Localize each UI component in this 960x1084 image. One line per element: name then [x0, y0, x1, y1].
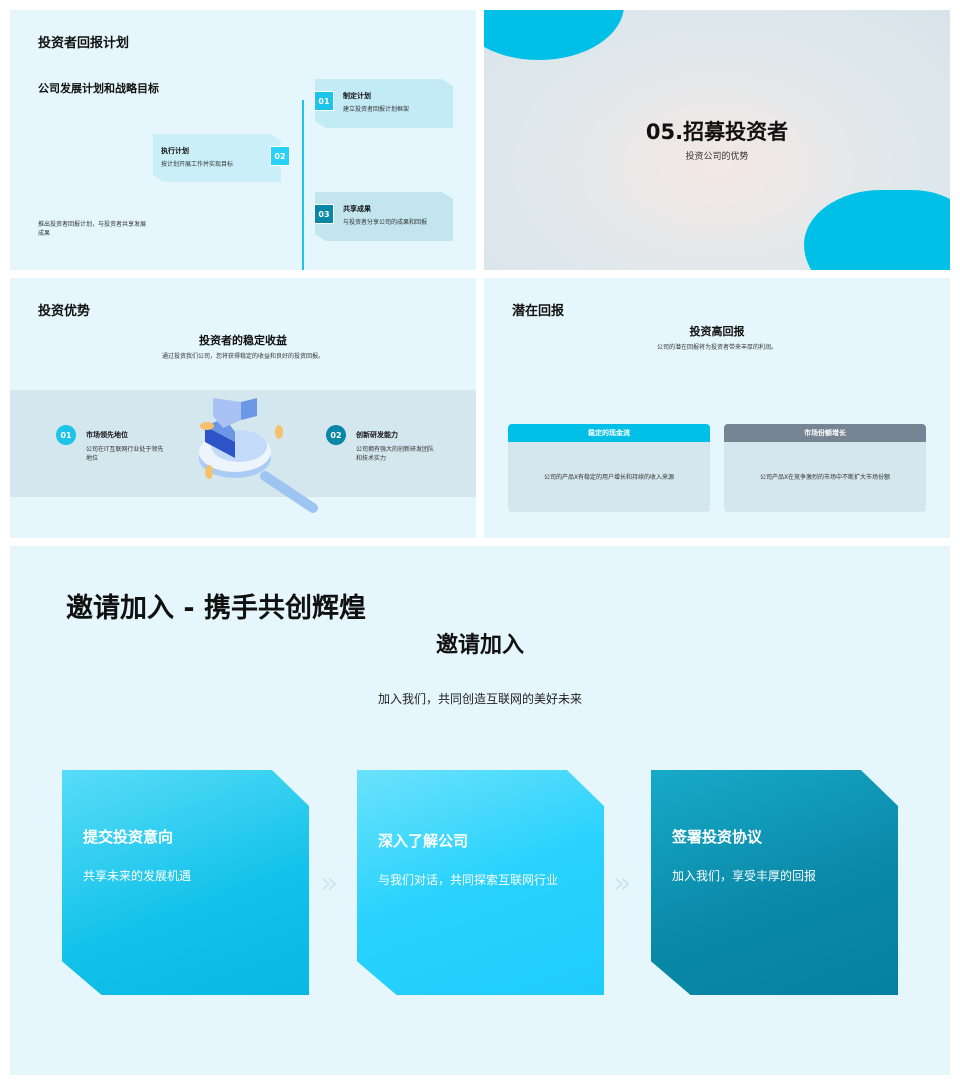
item-number: 02: [326, 425, 346, 445]
step-number: 02: [270, 146, 290, 166]
card-header: 稳定的现金流: [508, 424, 710, 442]
note-text: 推出投资者回报计划，与投资者共享发展成果: [38, 221, 147, 237]
slide-title: 邀请加入 - 携手共创辉煌: [66, 593, 367, 624]
card-desc: 共享未来的发展机遇: [83, 869, 192, 883]
slide-investor-return-plan[interactable]: 投资者回报计划 公司发展计划和战略目标 推出投资者回报计划，与投资者共享发展成果…: [10, 10, 476, 270]
slide-subtitle: 公司发展计划和战略目标: [38, 82, 159, 95]
card-title: 签署投资协议: [672, 828, 763, 846]
step-number: 01: [314, 91, 334, 111]
slide-title: 投资者回报计划: [38, 36, 130, 51]
card-header: 市场份额增长: [724, 424, 926, 442]
timeline-line: [302, 100, 304, 270]
description: 通过投资我们公司，您将获得稳定的收益和良好的投资回报。: [161, 353, 324, 360]
card-desc: 与我们对话，共同探索互联网行业: [378, 873, 559, 887]
step-title: 制定计划: [343, 92, 371, 100]
step-card-1: 制定计划 建立投资者回报计划框架: [315, 79, 453, 128]
return-card-cashflow: 稳定的现金流 公司的产品X有稳定的用户增长和持续的收入来源: [508, 424, 710, 512]
description: 公司的潜在回报将为投资者带来丰厚的利润。: [656, 344, 777, 351]
step-card-submit-intent[interactable]: 提交投资意向 共享未来的发展机遇: [62, 770, 309, 995]
item-desc: 公司拥有强大的创新研发团队和技术实力: [356, 446, 435, 462]
step-card-learn-company[interactable]: 深入了解公司 与我们对话，共同探索互联网行业: [357, 770, 604, 995]
step-card-2: 执行计划 按计划开展工作并实现目标: [153, 134, 281, 182]
chevron-right-icon: »: [613, 866, 632, 901]
heading: 投资高回报: [689, 325, 745, 338]
step-desc: 建立投资者回报计划框架: [343, 106, 410, 113]
heading: 邀请加入: [435, 633, 524, 658]
chevron-right-icon: »: [320, 866, 339, 901]
step-desc: 与投资者分享公司的成果和回报: [343, 219, 428, 226]
decor-blob: [484, 10, 624, 60]
step-card-3: 共享成果 与投资者分享公司的成果和回报: [315, 192, 453, 241]
step-card-sign-agreement[interactable]: 签署投资协议 加入我们，享受丰厚的回报: [651, 770, 898, 995]
heading: 投资者的稳定收益: [199, 334, 287, 347]
decor-blob: [804, 190, 950, 270]
card-title: 深入了解公司: [378, 832, 469, 850]
slide-title: 05.招募投资者: [645, 120, 789, 144]
slide-title: 潜在回报: [512, 304, 565, 319]
step-title: 共享成果: [343, 205, 371, 213]
slide-title: 投资优势: [38, 304, 91, 319]
card-title: 提交投资意向: [83, 828, 174, 846]
step-title: 执行计划: [161, 147, 189, 155]
item-title: 市场领先地位: [86, 431, 128, 439]
step-desc: 按计划开展工作并实现目标: [161, 161, 234, 168]
slide-subtitle: 投资公司的优势: [685, 152, 749, 162]
card-desc: 加入我们，享受丰厚的回报: [672, 869, 817, 883]
card-desc: 公司产品X在竞争激烈的市场中不断扩大市场份额: [759, 474, 891, 481]
card-desc: 公司的产品X有稳定的用户增长和持续的收入来源: [543, 474, 675, 481]
description: 加入我们，共同创造互联网的美好未来: [377, 692, 582, 706]
item-title: 创新研发能力: [356, 431, 398, 439]
return-card-market-share: 市场份额增长 公司产品X在竞争激烈的市场中不断扩大市场份额: [724, 424, 926, 512]
magnifier-chart-illustration: [199, 398, 318, 513]
step-number: 03: [314, 204, 334, 224]
item-desc: 公司在IT互联网行业处于领先地位: [86, 446, 164, 462]
slide-investment-advantages[interactable]: 投资优势 投资者的稳定收益 通过投资我们公司，您将获得稳定的收益和良好的投资回报…: [10, 278, 476, 538]
item-number: 01: [56, 425, 76, 445]
slide-recruit-investors[interactable]: 05.招募投资者 投资公司的优势: [484, 10, 950, 270]
